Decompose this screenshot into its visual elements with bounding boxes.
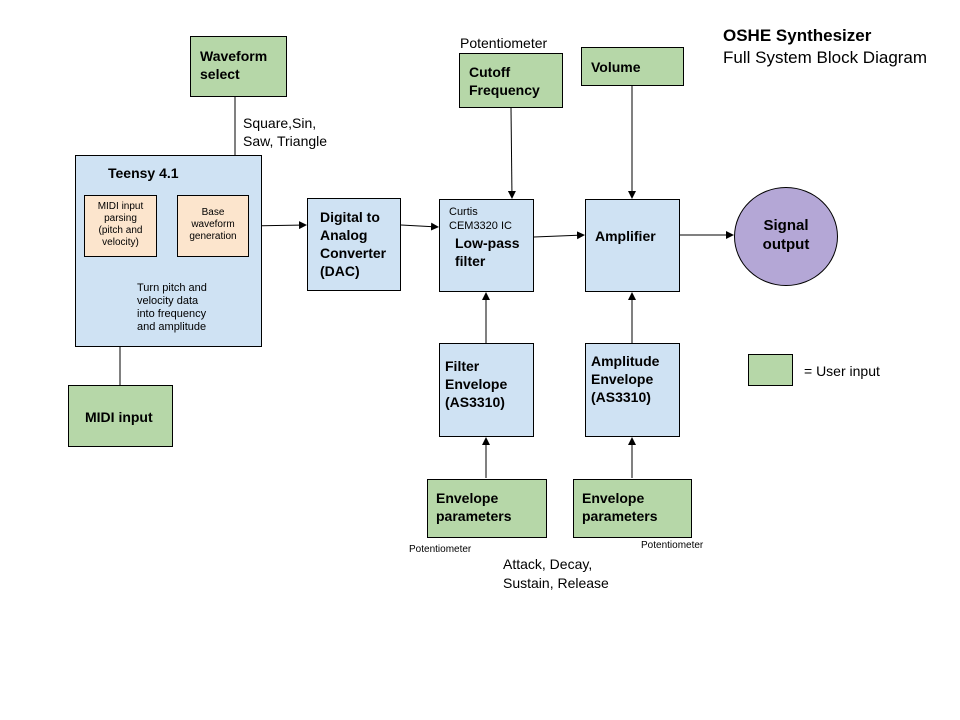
diagram-title: OSHE Synthesizer — [723, 26, 872, 45]
teensy-note: Turn pitch and velocity data into freque… — [137, 282, 207, 333]
amplitude-envelope-label: Amplitude Envelope (AS3310) — [591, 353, 660, 405]
amplifier-label: Amplifier — [595, 228, 656, 244]
signal-output-label: Signal output — [762, 217, 810, 253]
dac-block: Digital to Analog Converter (DAC) — [307, 198, 401, 291]
lowpass-filter-block: Curtis CEM3320 IC Low-pass filter — [439, 199, 534, 292]
filter-envelope-block: Filter Envelope (AS3310) — [439, 343, 534, 437]
amp-envelope-params-label: Envelope parameters — [582, 490, 658, 524]
legend-label: = User input — [804, 363, 880, 379]
arrow-dac-to-lpf — [400, 222, 439, 231]
adsr-label: Attack, Decay, Sustain, Release — [503, 556, 609, 591]
waveform-select-block: Waveform select — [190, 36, 287, 97]
volume-block: Volume — [581, 47, 684, 86]
filter-envelope-params-block: Envelope parameters — [427, 479, 547, 538]
diagram-subtitle: Full System Block Diagram — [723, 48, 928, 67]
cutoff-pot-label: Potentiometer — [460, 35, 548, 51]
midi-parsing-block: MIDI input parsing (pitch and velocity) — [84, 195, 157, 257]
teensy-label: Teensy 4.1 — [108, 165, 179, 181]
amplitude-envelope-block: Amplitude Envelope (AS3310) — [585, 343, 680, 437]
amplifier-block: Amplifier — [585, 199, 680, 292]
base-waveform-block: Base waveform generation — [177, 195, 249, 257]
arrow-lpf-to-amp — [533, 231, 585, 240]
cutoff-frequency-label: Cutoff Frequency — [469, 64, 540, 98]
waveform-select-label: Waveform select — [200, 48, 268, 82]
midi-input-block: MIDI input — [68, 385, 173, 447]
amp-env-pot-label: Potentiometer — [641, 540, 704, 551]
base-waveform-label: Base waveform generation — [189, 207, 237, 242]
amp-envelope-params-block: Envelope parameters — [573, 479, 692, 538]
arrow-cutoff-to-lpf — [507, 107, 516, 199]
filter-envelope-label: Filter Envelope (AS3310) — [445, 358, 508, 410]
dac-label: Digital to Analog Converter (DAC) — [320, 209, 387, 279]
waveform-options-label: Square,Sin, Saw, Triangle — [243, 115, 328, 149]
midi-input-label: MIDI input — [85, 409, 153, 425]
cutoff-frequency-block: Cutoff Frequency — [459, 53, 563, 108]
filter-envelope-params-label: Envelope parameters — [436, 490, 512, 524]
midi-parsing-label: MIDI input parsing (pitch and velocity) — [97, 201, 144, 248]
filter-env-pot-label: Potentiometer — [409, 544, 472, 555]
lowpass-filter-label: Low-pass filter — [455, 235, 520, 269]
legend-swatch — [748, 354, 793, 386]
volume-label: Volume — [591, 59, 641, 75]
signal-output-node: Signal output — [734, 187, 838, 286]
filter-chip-label: Curtis CEM3320 IC — [449, 206, 512, 232]
